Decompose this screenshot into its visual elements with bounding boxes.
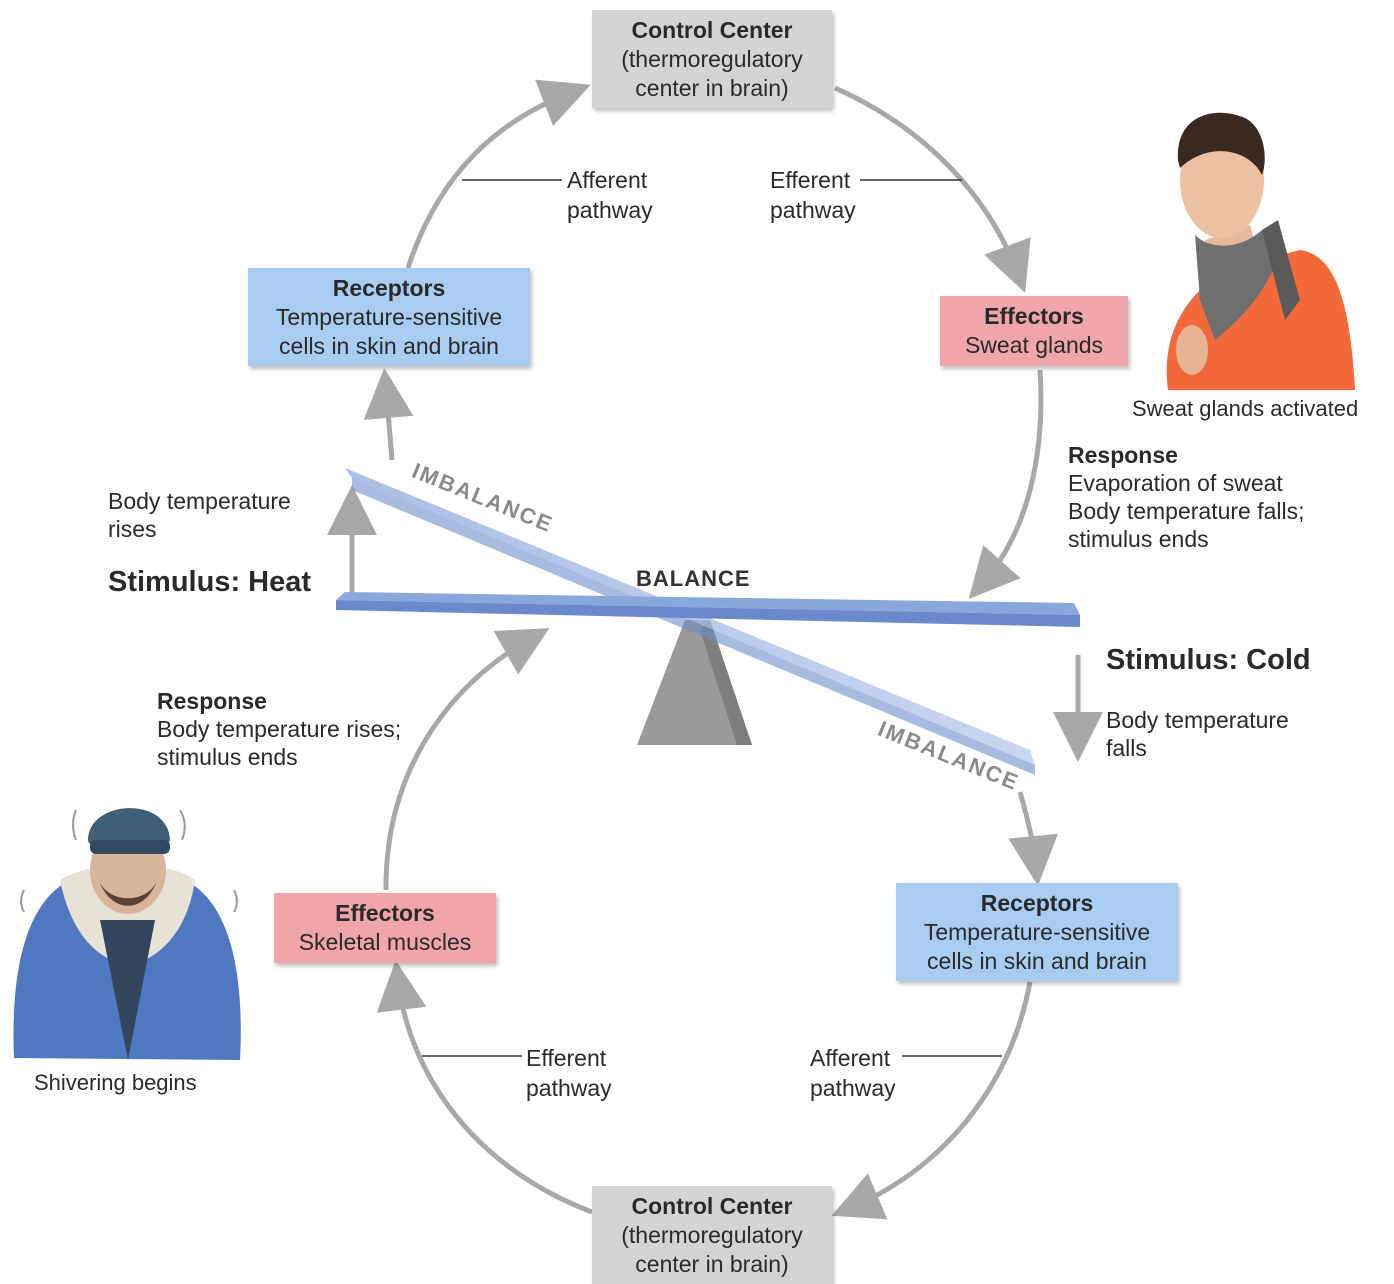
arrow-imbalance-to-receptors-top	[363, 368, 414, 461]
arrow-effectors-to-balance-top	[968, 369, 1044, 599]
pathway-word: Afferent	[567, 167, 648, 193]
effectors-title: Effectors	[984, 303, 1084, 329]
control-center-title: Control Center	[631, 1192, 793, 1219]
response-line: Body temperature falls;	[1068, 498, 1305, 524]
receptors-line: Temperature-sensitive	[275, 303, 503, 330]
pathway-label-bottom-afferent: Afferent pathway	[810, 1043, 896, 1103]
sweating-man-illustration	[1166, 112, 1355, 390]
receptors-line: cells in skin and brain	[927, 947, 1147, 974]
cold-response: Response Body temperature rises; stimulu…	[157, 687, 401, 771]
receptors-title: Receptors	[980, 889, 1094, 916]
pathway-word: Efferent	[770, 167, 851, 193]
pathway-word: Efferent	[526, 1045, 607, 1071]
control-center-top: Control Center (thermoregulatory center …	[592, 10, 832, 108]
cold-change-label: Body temperature falls	[1106, 706, 1289, 762]
heat-change-line: Body temperature	[108, 488, 291, 514]
response-line: stimulus ends	[1068, 526, 1209, 552]
pathway-word: pathway	[526, 1075, 612, 1101]
arrow-receptors-to-control-top	[405, 79, 591, 269]
response-title: Response	[1068, 442, 1178, 468]
heat-change-label: Body temperature rises	[108, 487, 291, 543]
arrow-control-to-effectors-bottom	[376, 960, 593, 1215]
control-center-title: Control Center	[631, 16, 793, 43]
effectors-title: Effectors	[335, 900, 435, 926]
pathway-word: pathway	[810, 1075, 896, 1101]
shivering-man-illustration	[13, 808, 241, 1060]
arrow-imbalance-to-receptors-bottom	[1008, 791, 1059, 886]
receptors-title: Receptors	[332, 274, 446, 301]
response-line: Body temperature rises;	[157, 716, 402, 742]
stimulus-cold: Stimulus: Cold	[1106, 644, 1311, 676]
control-center-line: center in brain)	[635, 74, 789, 101]
pathway-word: Afferent	[810, 1045, 891, 1071]
arrow-effectors-to-balance-bottom	[383, 628, 550, 891]
response-line: stimulus ends	[157, 744, 298, 770]
pathway-label-top-efferent: Efferent pathway	[770, 165, 856, 225]
balance-label: BALANCE	[636, 566, 751, 591]
control-center-line: center in brain)	[635, 1250, 789, 1277]
cold-change-line: Body temperature	[1106, 707, 1289, 733]
effectors-line: Sweat glands	[964, 332, 1104, 358]
heat-change-line: rises	[108, 516, 157, 542]
pathway-word: pathway	[567, 197, 653, 223]
effectors-heat: Effectors Sweat glands	[940, 296, 1128, 366]
beam-balance	[336, 592, 1080, 615]
sweat-caption: Sweat glands activated	[1132, 396, 1359, 421]
response-title: Response	[157, 688, 267, 714]
arrow-receptors-to-control-bottom	[831, 981, 1033, 1220]
pathway-label-bottom-efferent: Efferent pathway	[526, 1043, 612, 1103]
response-line: Evaporation of sweat	[1068, 470, 1283, 496]
effectors-line: Skeletal muscles	[298, 929, 472, 955]
control-center-line: (thermoregulatory	[621, 45, 803, 72]
receptors-line: cells in skin and brain	[279, 332, 499, 359]
heat-response: Response Evaporation of sweat Body tempe…	[1068, 441, 1305, 553]
arrow-control-to-effectors-top	[833, 85, 1031, 293]
control-center-bottom: Control Center (thermoregulatory center …	[592, 1186, 832, 1284]
stimulus-heat: Stimulus: Heat	[108, 566, 312, 598]
receptors-cold: Receptors Temperature-sensitive cells in…	[896, 883, 1178, 981]
cold-change-line: falls	[1106, 735, 1147, 761]
fulcrum	[637, 620, 752, 745]
pathway-word: pathway	[770, 197, 856, 223]
shiver-caption: Shivering begins	[34, 1070, 197, 1095]
receptors-line: Temperature-sensitive	[923, 918, 1151, 945]
pathway-label-top-afferent: Afferent pathway	[567, 165, 653, 225]
receptors-heat: Receptors Temperature-sensitive cells in…	[248, 268, 530, 366]
control-center-line: (thermoregulatory	[621, 1221, 803, 1248]
effectors-cold: Effectors Skeletal muscles	[274, 893, 496, 963]
